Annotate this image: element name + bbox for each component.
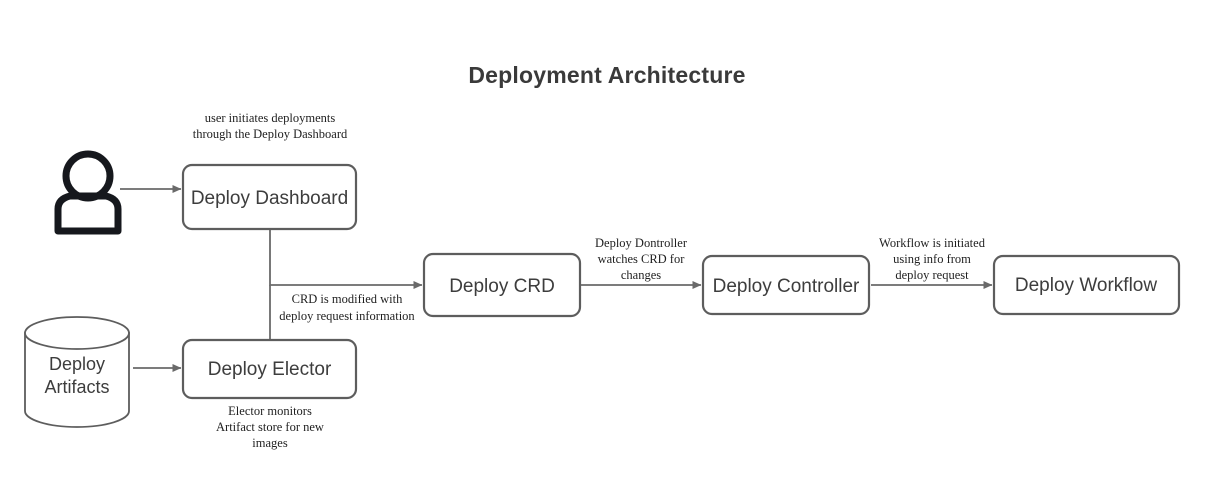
annotation-line: deploy request xyxy=(895,268,969,282)
node-label-artifacts-line1: Deploy xyxy=(49,354,105,374)
node-label-elector: Deploy Elector xyxy=(208,359,332,380)
node-deploy-crd[interactable]: Deploy CRD xyxy=(422,252,582,318)
annotation-line: Artifact store for new xyxy=(216,420,324,434)
annotation-line: CRD is modified with xyxy=(292,292,404,306)
node-deploy-controller[interactable]: Deploy Controller xyxy=(701,254,871,316)
node-deploy-workflow[interactable]: Deploy Workflow xyxy=(992,254,1181,316)
node-label-artifacts-line2: Artifacts xyxy=(44,377,109,397)
annotation-elector-note: Elector monitors Artifact store for new … xyxy=(216,404,324,450)
annotation-to-crd: CRD is modified with deploy request info… xyxy=(279,292,415,323)
node-deploy-artifacts[interactable]: Deploy Artifacts xyxy=(24,316,130,428)
annotation-line: through the Deploy Dashboard xyxy=(193,127,348,141)
annotation-line: Deploy Dontroller xyxy=(595,236,688,250)
annotation-line: changes xyxy=(621,268,661,282)
annotation-controller-to-workflow: Workflow is initiated using info from de… xyxy=(879,236,986,282)
node-deploy-dashboard[interactable]: Deploy Dashboard xyxy=(181,163,358,231)
annotation-line: deploy request information xyxy=(279,309,415,323)
annotation-user-to-dashboard: user initiates deployments through the D… xyxy=(193,111,348,141)
node-label-controller: Deploy Controller xyxy=(713,276,860,297)
annotation-line: Elector monitors xyxy=(228,404,312,418)
node-label-crd: Deploy CRD xyxy=(449,276,555,297)
annotation-line: images xyxy=(252,436,288,450)
connector-dashboard-to-crd xyxy=(269,229,423,289)
node-label-workflow: Deploy Workflow xyxy=(1015,275,1157,296)
annotation-line: Workflow is initiated xyxy=(879,236,986,250)
annotation-line: watches CRD for xyxy=(598,252,686,266)
page-title: Deployment Architecture xyxy=(468,62,746,88)
node-label-dashboard: Deploy Dashboard xyxy=(191,188,348,209)
annotation-line: user initiates deployments xyxy=(205,111,336,125)
node-deploy-elector[interactable]: Deploy Elector xyxy=(181,338,358,400)
connectors xyxy=(120,185,993,372)
annotation-line: using info from xyxy=(893,252,971,266)
annotation-crd-to-controller: Deploy Dontroller watches CRD for change… xyxy=(595,236,688,282)
user-actor-icon xyxy=(54,150,122,235)
